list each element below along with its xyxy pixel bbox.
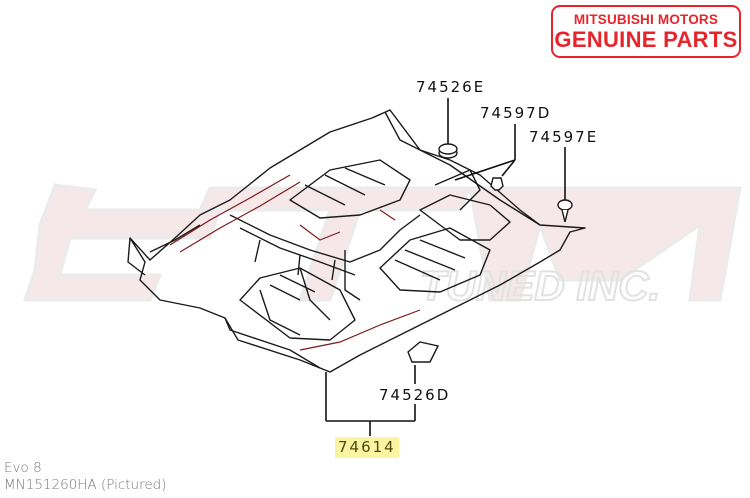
mitsubishi-genuine-parts-badge: MITSUBISHI MOTORS GENUINE PARTS xyxy=(551,5,741,58)
caption-part-number: MN151260HA (Pictured) xyxy=(4,477,167,493)
callout-74526E: 74526E xyxy=(416,78,486,96)
callout-74597D: 74597D xyxy=(480,104,552,122)
callout-74526D: 74526D xyxy=(379,386,451,404)
callout-74597E: 74597E xyxy=(529,128,599,146)
caption-model: Evo 8 xyxy=(4,460,42,476)
callout-74614-highlighted: 74614 xyxy=(335,437,399,458)
part-caption: Evo 8 MN151260HA (Pictured) xyxy=(4,460,167,494)
watermark-text: TUNED INC. xyxy=(420,262,660,309)
badge-line-1: MITSUBISHI MOTORS xyxy=(573,12,719,27)
badge-line-2: GENUINE PARTS xyxy=(554,27,738,52)
